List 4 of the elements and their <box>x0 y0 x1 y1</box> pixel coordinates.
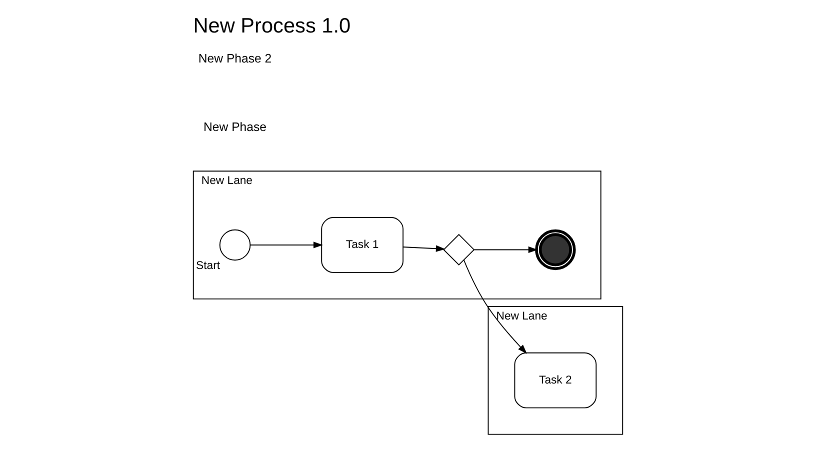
node-label: Start <box>196 260 220 272</box>
diagram-title: New Process 1.0 <box>192 14 350 38</box>
label: New Phase <box>203 120 266 134</box>
label: New Phase 2 <box>198 52 272 66</box>
